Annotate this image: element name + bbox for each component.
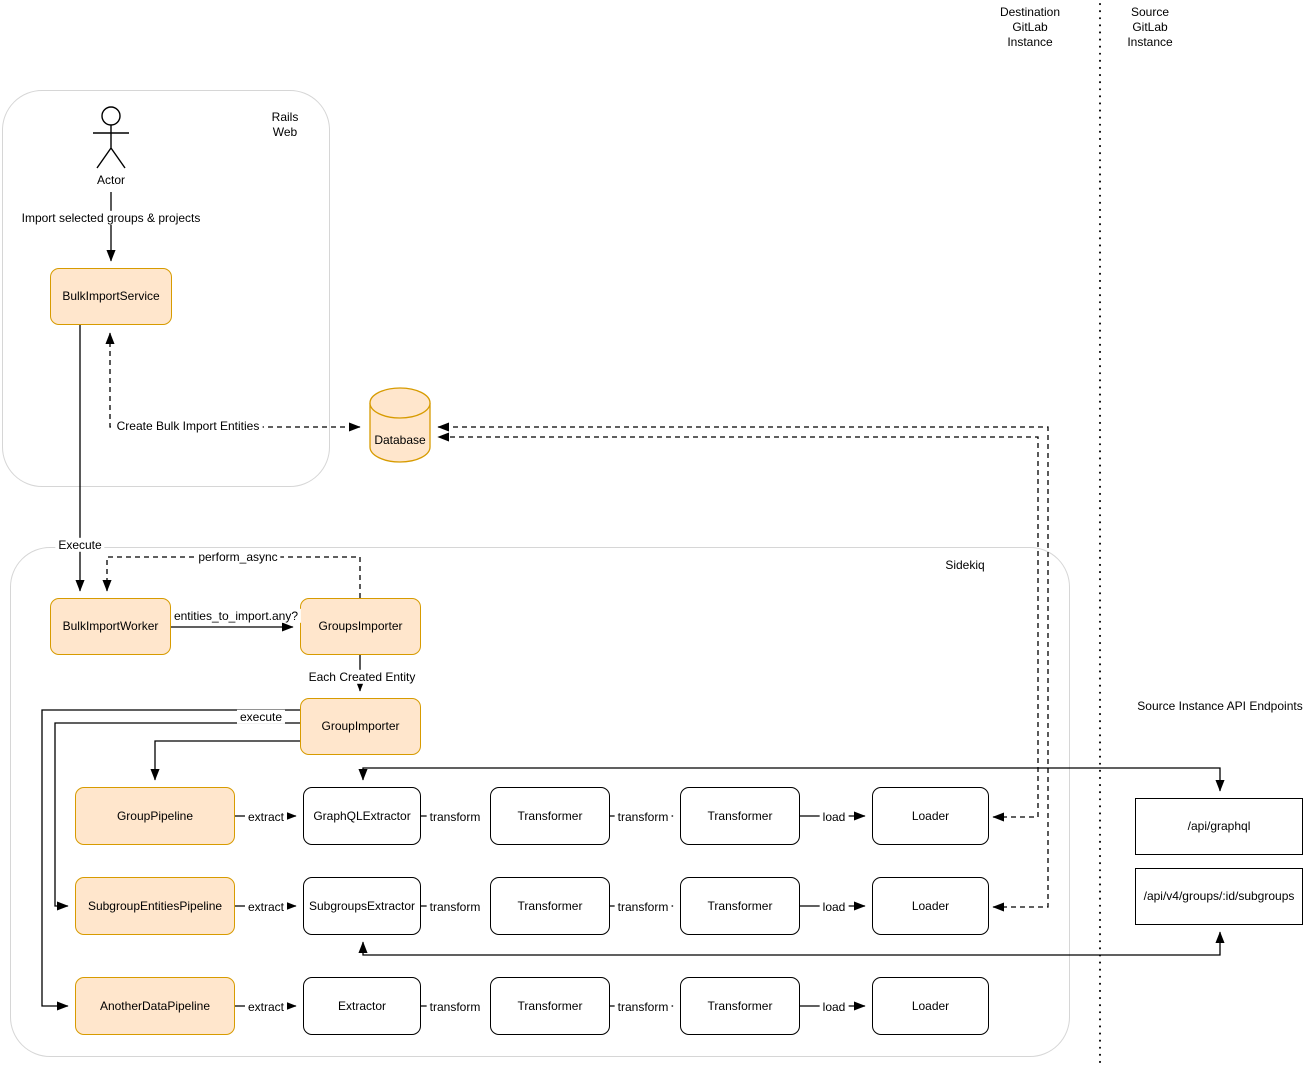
edge-label-execute-pipeline: execute xyxy=(236,709,286,725)
edge-label-transform-row1a: transform xyxy=(426,809,484,825)
edge-label-import-selected: Import selected groups & projects xyxy=(18,210,204,226)
node-subgroup-entities-pipeline: SubgroupEntitiesPipeline xyxy=(75,877,235,935)
node-transformer-row1-b: Transformer xyxy=(680,787,800,845)
edge-label-extract-row1: extract xyxy=(244,809,288,825)
node-api-graphql-endpoint: /api/graphql xyxy=(1135,798,1303,855)
node-another-data-pipeline: AnotherDataPipeline xyxy=(75,977,235,1035)
rails-web-container-label: Rails Web xyxy=(271,110,299,139)
node-bulk-import-service: BulkImportService xyxy=(50,268,172,325)
edge-label-load-row2: load xyxy=(819,899,849,915)
edge-label-transform-row3b: transform xyxy=(614,999,672,1015)
edge-label-perform-async: perform_async xyxy=(195,549,281,565)
node-api-subgroups-endpoint: /api/v4/groups/:id/subgroups xyxy=(1135,868,1303,925)
node-transformer-row3-b: Transformer xyxy=(680,977,800,1035)
node-extractor: Extractor xyxy=(303,977,421,1035)
node-transformer-row1-a: Transformer xyxy=(490,787,610,845)
edge-label-extract-row3: extract xyxy=(244,999,288,1015)
sidekiq-container-label: Sidekiq xyxy=(945,558,985,572)
node-loader-row1: Loader xyxy=(872,787,989,845)
node-group-importer: GroupImporter xyxy=(300,698,421,755)
api-endpoints-heading: Source Instance API Endpoints xyxy=(1137,699,1303,713)
edge-label-extract-row2: extract xyxy=(244,899,288,915)
edge-label-each-entity: Each Created Entity xyxy=(305,669,419,685)
node-loader-row3: Loader xyxy=(872,977,989,1035)
edge-label-transform-row2b: transform xyxy=(614,899,672,915)
edge-label-entities-any: entities_to_import.any? xyxy=(170,608,302,624)
edge-label-transform-row2a: transform xyxy=(426,899,484,915)
node-group-pipeline: GroupPipeline xyxy=(75,787,235,845)
database-cylinder-icon xyxy=(369,387,431,463)
destination-instance-label: Destination GitLab Instance xyxy=(999,5,1061,49)
edge-label-transform-row3a: transform xyxy=(426,999,484,1015)
node-loader-row2: Loader xyxy=(872,877,989,935)
edge-label-transform-row1b: transform xyxy=(614,809,672,825)
node-transformer-row2-a: Transformer xyxy=(490,877,610,935)
node-graphql-extractor: GraphQLExtractor xyxy=(303,787,421,845)
actor-label: Actor xyxy=(96,172,126,187)
database-label: Database xyxy=(374,432,426,447)
edge-label-create-entities: Create Bulk Import Entities xyxy=(113,418,263,434)
node-bulk-import-worker: BulkImportWorker xyxy=(50,598,171,655)
edge-label-load-row3: load xyxy=(819,999,849,1015)
node-transformer-row3-a: Transformer xyxy=(490,977,610,1035)
node-groups-importer: GroupsImporter xyxy=(300,598,421,655)
edge-label-load-row1: load xyxy=(819,809,849,825)
node-subgroups-extractor: SubgroupsExtractor xyxy=(303,877,421,935)
node-transformer-row2-b: Transformer xyxy=(680,877,800,935)
source-instance-label: Source GitLab Instance xyxy=(1127,5,1173,49)
edge-label-execute: Execute xyxy=(55,537,105,553)
